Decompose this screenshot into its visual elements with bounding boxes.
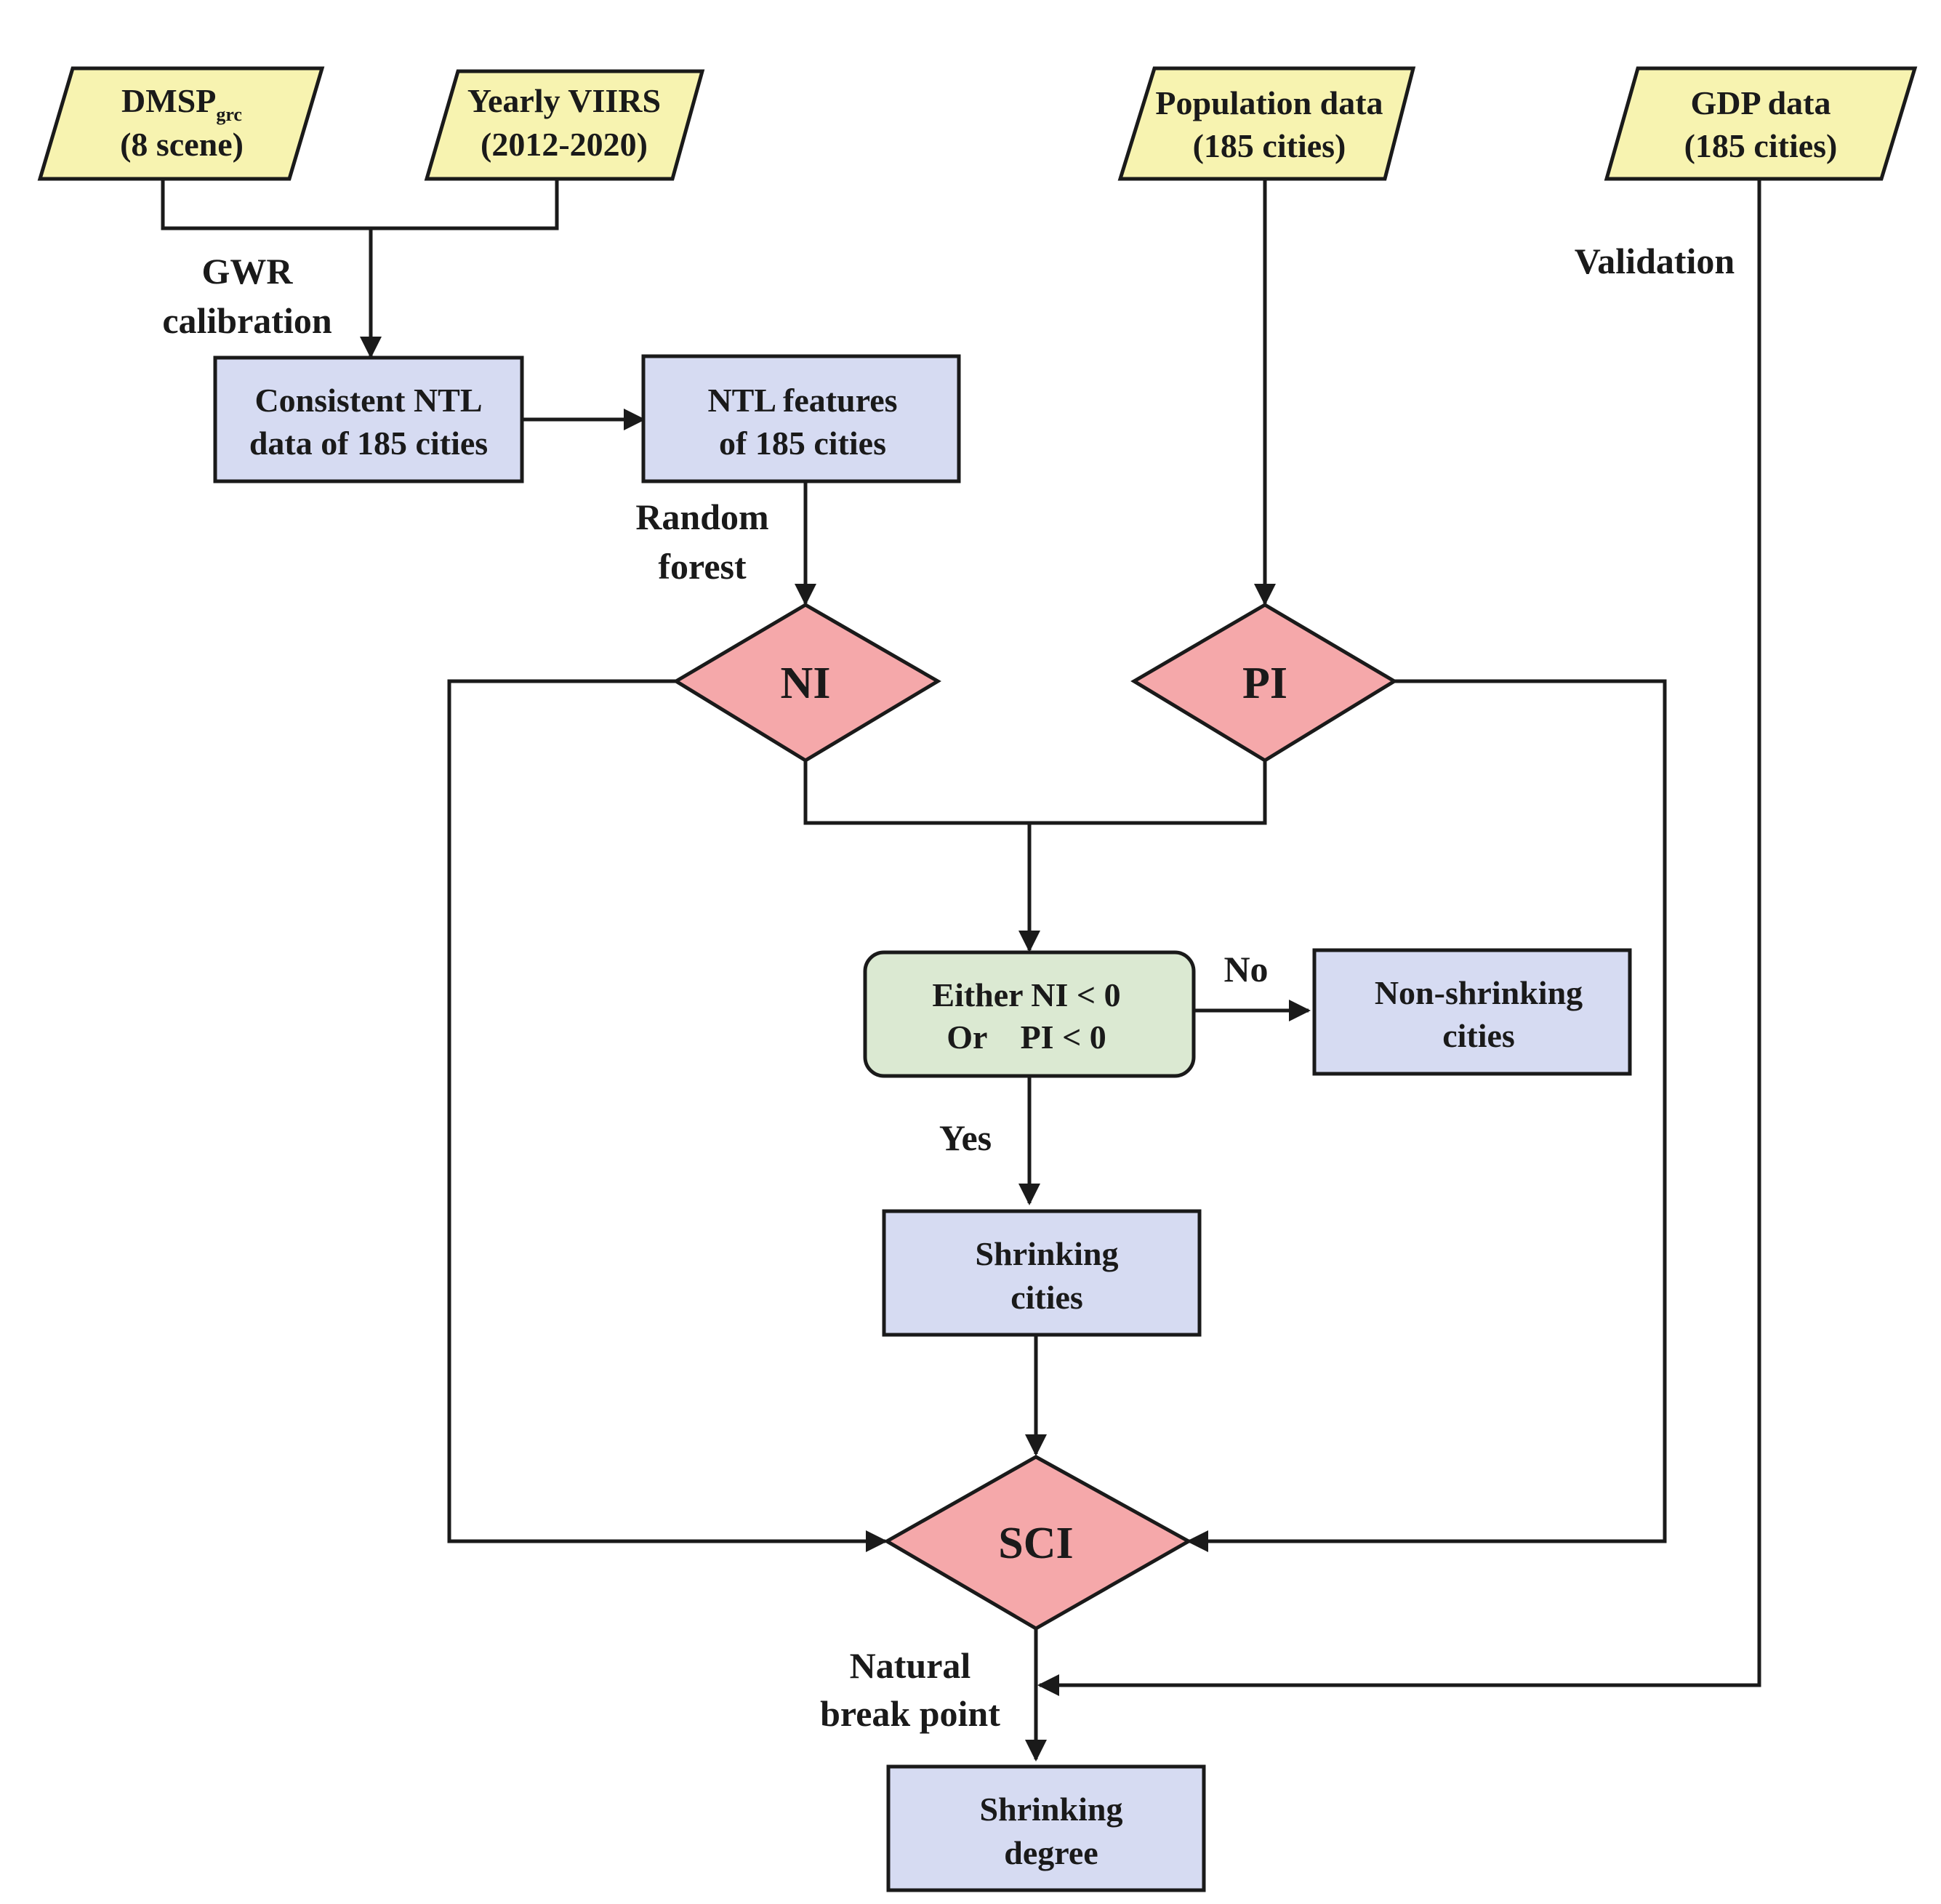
edge-labels: GWR calibration Random forest No Yes Val…: [162, 241, 1735, 1734]
ntl-features-line2: of 185 cities: [719, 425, 886, 462]
diamond-shape: [672, 603, 941, 763]
process-shape: [641, 354, 961, 483]
connectors: [161, 179, 1761, 1762]
viirs-line2: (2012-2020): [481, 126, 648, 163]
input-viirs: Yearly VIIRS (2012-2020): [424, 69, 705, 181]
process-shape: [213, 356, 524, 483]
input-gdp: GDP data (185 cities): [1604, 66, 1918, 181]
ni-label: NI: [781, 659, 831, 708]
process-shrinking-cities: Shrinking cities: [882, 1209, 1202, 1337]
dmsp-line2: (8 scene): [120, 126, 244, 163]
dmsp-subscript: grc: [216, 104, 242, 125]
arrow-ni-to-sci: [447, 679, 888, 1552]
index-pi: PI: [1130, 603, 1398, 763]
yes-label: Yes: [939, 1117, 992, 1158]
diamond-shape: [1130, 603, 1398, 763]
non-shrinking-line1: Non-shrinking: [1375, 974, 1583, 1011]
consistent-ntl-line1: Consistent NTL: [254, 382, 482, 419]
rf-label-line1: Random: [635, 497, 768, 537]
rf-label-line2: forest: [658, 546, 747, 587]
input-shape: [1117, 66, 1416, 181]
index-sci: SCI: [883, 1455, 1193, 1631]
process-shape: [1312, 948, 1632, 1076]
connector-ni-pi-merge: [803, 760, 1267, 825]
process-shape: [886, 1764, 1206, 1892]
population-line1: Population data: [1155, 84, 1383, 121]
decision-shape: [863, 950, 1196, 1078]
input-shape: [37, 66, 325, 181]
arrow-pi-to-sci: [1186, 679, 1667, 1552]
index-ni: NI: [672, 603, 941, 763]
process-consistent-ntl: Consistent NTL data of 185 cities: [213, 356, 524, 483]
population-line2: (185 cities): [1193, 127, 1346, 164]
decision-line1: Either NI < 0: [932, 976, 1120, 1013]
input-population: Population data (185 cities): [1117, 66, 1416, 181]
connector-dmsp: [161, 179, 559, 230]
arrow-gdp-validation: [1037, 179, 1761, 1696]
shrinking-degree-line1: Shrinking: [980, 1791, 1123, 1828]
sci-label: SCI: [998, 1519, 1073, 1568]
decision-either-negative: Either NI < 0 Or PI < 0: [863, 950, 1196, 1078]
gdp-line2: (185 cities): [1684, 127, 1838, 164]
input-shape: [424, 69, 705, 181]
gwr-label-line1: GWR: [202, 251, 294, 292]
process-shrinking-degree: Shrinking degree: [886, 1764, 1206, 1892]
process-non-shrinking: Non-shrinking cities: [1312, 948, 1632, 1076]
decision-line2: Or PI < 0: [947, 1019, 1106, 1056]
input-dmsp: DMSPgrc (8 scene): [37, 66, 325, 181]
svg-text:DMSPgrc: DMSPgrc: [121, 82, 242, 125]
shrinking-cities-line1: Shrinking: [976, 1235, 1119, 1272]
nbp-label-line2: break point: [820, 1693, 1000, 1734]
diamond-shape: [883, 1455, 1193, 1631]
process-ntl-features: NTL features of 185 cities: [641, 354, 961, 483]
shrinking-degree-line2: degree: [1004, 1834, 1098, 1871]
shrinking-cities-line2: cities: [1010, 1279, 1083, 1316]
input-shape: [1604, 66, 1918, 181]
validation-label: Validation: [1575, 241, 1735, 281]
gwr-label-line2: calibration: [162, 300, 332, 341]
gdp-line1: GDP data: [1691, 84, 1831, 121]
no-label: No: [1223, 949, 1268, 989]
non-shrinking-line2: cities: [1442, 1017, 1515, 1054]
process-shape: [882, 1209, 1202, 1337]
pi-label: PI: [1242, 659, 1287, 708]
ntl-features-line1: NTL features: [707, 382, 897, 419]
consistent-ntl-line2: data of 185 cities: [249, 425, 488, 462]
nbp-label-line1: Natural: [850, 1645, 971, 1686]
viirs-line1: Yearly VIIRS: [467, 82, 661, 119]
dmsp-name: DMSP: [121, 82, 216, 119]
